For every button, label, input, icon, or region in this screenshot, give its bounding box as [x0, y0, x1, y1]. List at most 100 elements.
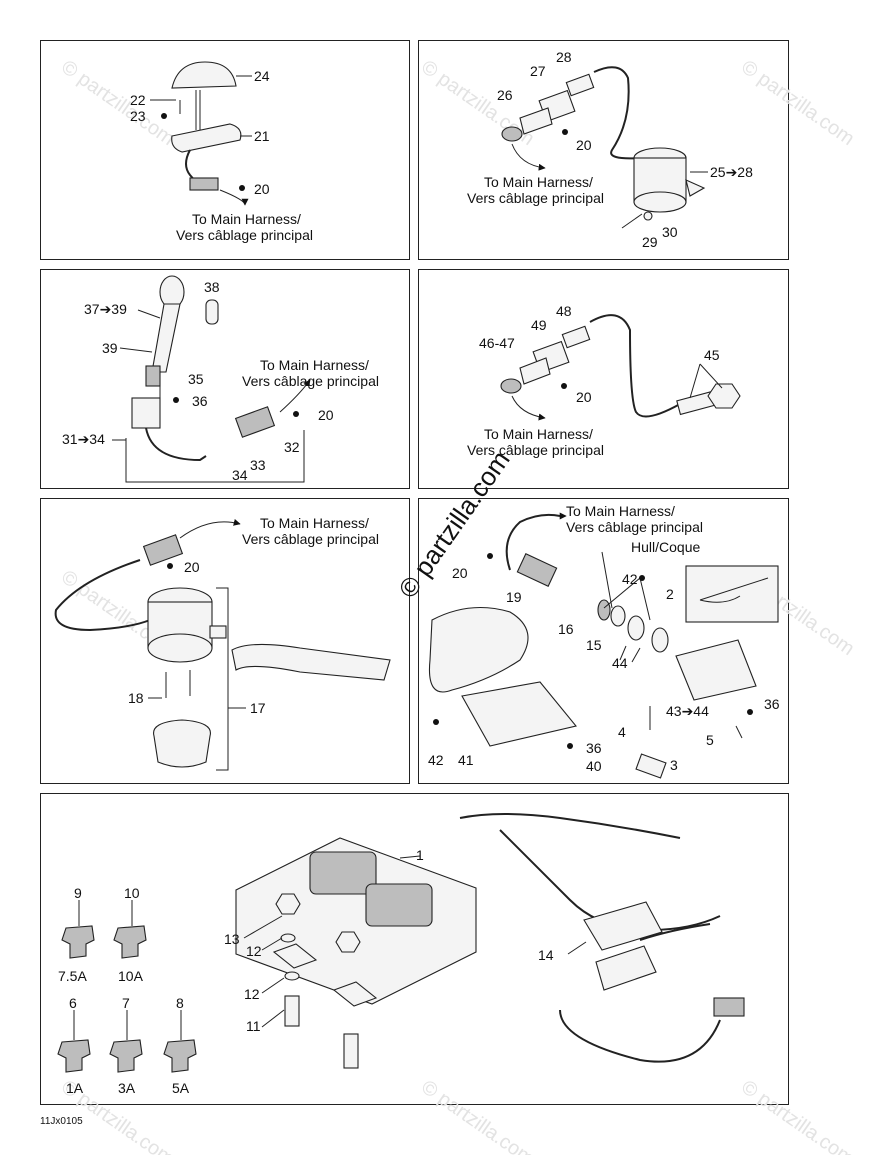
- panel1-drawing: [150, 61, 252, 206]
- note-harness-fr: Vers câblage principal: [242, 531, 379, 547]
- fuse-9-rating: 7.5A: [58, 968, 87, 984]
- callout-20d: 20: [576, 389, 592, 405]
- panel6-drawing: [428, 512, 779, 779]
- switch-wire: [505, 513, 561, 571]
- callout-32: 32: [284, 439, 300, 455]
- note-harness-en: To Main Harness/: [260, 515, 369, 531]
- fuse-6-rating: 1A: [66, 1080, 84, 1096]
- strainer: [153, 719, 211, 768]
- callout-12a: 12: [246, 943, 262, 959]
- fuse-6: [57, 1039, 91, 1073]
- callout-33: 33: [250, 457, 266, 473]
- sensor-25: [633, 191, 687, 213]
- callout-20: 20: [254, 181, 270, 197]
- bulb-38: [205, 299, 219, 325]
- fuse-7: [109, 1039, 143, 1073]
- callout-45: 45: [704, 347, 720, 363]
- fuse-8-rating: 5A: [172, 1080, 190, 1096]
- callout-1: 1: [416, 847, 424, 863]
- callout-15: 15: [586, 637, 602, 653]
- callout-21: 21: [254, 128, 270, 144]
- callout-6: 6: [69, 995, 77, 1011]
- sensor-cover-24: [171, 61, 237, 89]
- callout-13: 13: [224, 931, 240, 947]
- connector-32: [234, 406, 276, 438]
- connector: [189, 177, 219, 191]
- switch-box-2: [685, 565, 779, 623]
- note-harness-en: To Main Harness/: [260, 357, 369, 373]
- note-harness-fr: Vers câblage principal: [566, 519, 703, 535]
- relay-a: [309, 851, 377, 895]
- callout-23: 23: [130, 108, 146, 124]
- panel-bilge-pump-17-20: [40, 498, 410, 784]
- callout-37-39: 37➔39: [84, 301, 127, 317]
- callout-36b: 36: [586, 740, 602, 756]
- callout-42b: 42: [428, 752, 444, 768]
- callout-20f: 20: [452, 565, 468, 581]
- callout-11: 11: [246, 1018, 261, 1034]
- nut-13: [275, 893, 301, 915]
- lamp-head: [159, 275, 185, 309]
- panel-sender-45-49: [418, 269, 789, 489]
- watermark-text: © partzilla.com: [57, 56, 178, 150]
- plate-41: [461, 681, 577, 747]
- callout-2: 2: [666, 586, 674, 602]
- switch-43: [675, 639, 757, 701]
- harness-plug: [713, 997, 745, 1017]
- watermark-text: © partzilla.com: [737, 56, 858, 150]
- callout-40: 40: [586, 758, 602, 774]
- callout-24: 24: [254, 68, 270, 84]
- panel2-drawing: [501, 66, 708, 229]
- callout-44: 44: [612, 655, 628, 671]
- note-harness-en: To Main Harness/: [484, 426, 593, 442]
- note-harness-fr: Vers câblage principal: [176, 227, 313, 243]
- callout-30: 30: [662, 224, 678, 240]
- seal-26: [501, 126, 523, 142]
- screw-29: [621, 213, 643, 229]
- fitting-44: [627, 615, 645, 641]
- callout-31-34: 31➔34: [62, 431, 105, 447]
- note-harness-fr: Vers câblage principal: [467, 442, 604, 458]
- note-harness-fr: Vers câblage principal: [467, 190, 604, 206]
- callout-39: 39: [102, 340, 118, 356]
- note-harness-en: To Main Harness/: [192, 211, 301, 227]
- callout-14: 14: [538, 947, 554, 963]
- callout-25-28: 25➔28: [710, 164, 753, 180]
- callout-16: 16: [558, 621, 574, 637]
- callout-48: 48: [556, 303, 572, 319]
- bolt-11: [284, 995, 300, 1027]
- fuse-8: [163, 1039, 197, 1073]
- callout-9: 9: [74, 885, 82, 901]
- sensor-wire: [593, 66, 641, 160]
- diagram-code: 11Jx0105: [40, 1116, 83, 1127]
- note-hull: Hull/Coque: [631, 539, 700, 555]
- panel5-drawing: [54, 518, 391, 771]
- callout-22: 22: [130, 92, 146, 108]
- note-harness-en: To Main Harness/: [566, 503, 675, 519]
- fuse-10: [113, 925, 147, 959]
- callout-28: 28: [556, 49, 572, 65]
- callout-49: 49: [531, 317, 547, 333]
- sensor-base-21: [171, 123, 242, 153]
- callout-18: 18: [128, 690, 144, 706]
- callout-41: 41: [458, 752, 474, 768]
- callout-10: 10: [124, 885, 140, 901]
- panel-sensor-25-30: [418, 40, 789, 260]
- connector-19: [516, 553, 558, 587]
- harness-14: [459, 813, 681, 839]
- socket-31: [131, 397, 161, 429]
- hull-section: [428, 606, 529, 693]
- callout-3: 3: [670, 757, 678, 773]
- fuse-9: [61, 925, 95, 959]
- callout-38: 38: [204, 279, 220, 295]
- callout-27: 27: [530, 63, 546, 79]
- callout-8: 8: [176, 995, 184, 1011]
- callout-5: 5: [706, 732, 714, 748]
- callout-20c: 20: [318, 407, 334, 423]
- note-harness-fr: Vers câblage principal: [242, 373, 379, 389]
- callout-26: 26: [497, 87, 513, 103]
- hose-17: [231, 643, 391, 681]
- callout-43-44: 43➔44: [666, 703, 709, 719]
- panel-lamp-31-39: [40, 269, 410, 489]
